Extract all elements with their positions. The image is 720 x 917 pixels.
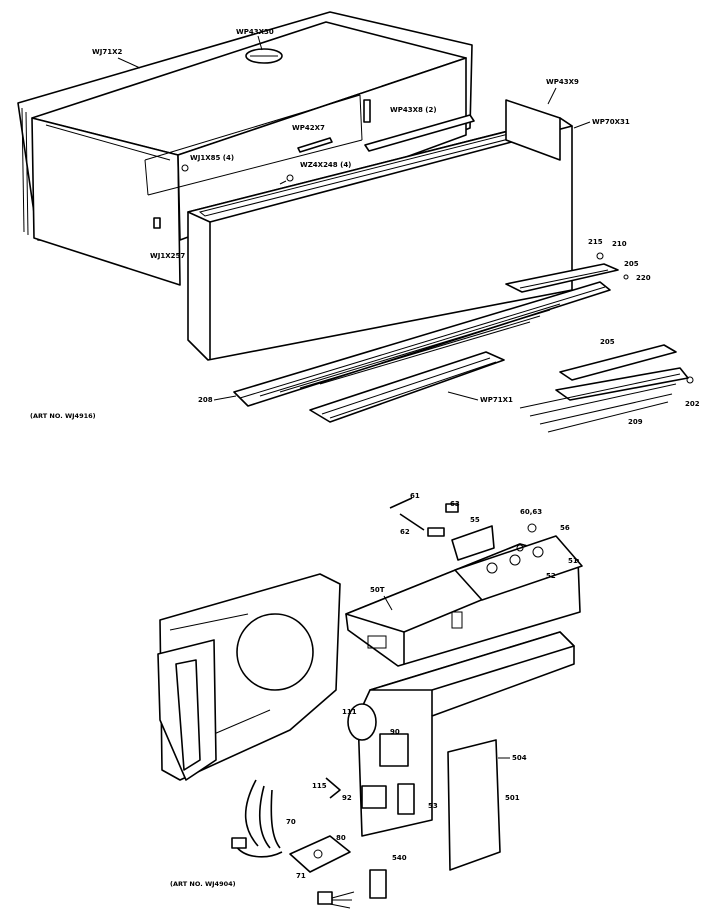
label-111: 111 — [342, 708, 357, 716]
label-501: 501 — [505, 794, 520, 802]
label-220: 220 — [636, 274, 651, 282]
label-63: 63 — [450, 500, 460, 508]
filter-and-grille — [233, 252, 694, 433]
cordset-and-connectors — [231, 779, 387, 909]
label-wp43x9: WP43X9 — [546, 78, 579, 86]
label-115: 115 — [312, 782, 327, 790]
label-62: 62 — [400, 528, 410, 536]
art-number-top: (ART NO. WJ4916) — [30, 412, 96, 420]
bottom-callouts: 61 63 62 55 60,63 56 52 51 50T 115 111 9… — [170, 492, 578, 888]
label-205b: 205 — [600, 338, 615, 346]
label-wp43x8: WP43X8 (2) — [390, 106, 437, 114]
label-wp71x1: WP71X1 — [480, 396, 513, 404]
label-205: 205 — [624, 260, 639, 268]
label-202: 202 — [685, 400, 700, 408]
cabinet-case — [17, 11, 475, 286]
label-209: 209 — [628, 418, 643, 426]
label-210: 210 — [612, 240, 627, 248]
label-wz4x248: WZ4X248 (4) — [300, 161, 351, 169]
label-wj1x85: WJ1X85 (4) — [190, 154, 234, 162]
label-80: 80 — [336, 834, 346, 842]
label-wp43x30: WP43X30 — [236, 28, 274, 36]
label-60-63: 60,63 — [520, 508, 542, 516]
label-50t: 50T — [370, 586, 385, 594]
label-51: 51 — [568, 557, 578, 565]
blower-scroll — [157, 573, 341, 781]
label-215: 215 — [588, 238, 603, 246]
label-56: 56 — [560, 524, 570, 532]
label-wj71x2: WJ71X2 — [92, 48, 122, 56]
label-208: 208 — [198, 396, 213, 404]
small-wiring-parts — [389, 497, 495, 561]
label-71: 71 — [296, 872, 306, 880]
label-wp42x7: WP42X7 — [292, 124, 325, 132]
front-panel — [187, 99, 573, 361]
label-61: 61 — [410, 492, 420, 500]
label-92: 92 — [342, 794, 352, 802]
label-55: 55 — [470, 516, 480, 524]
label-wj1x257: WJ1X257 — [150, 252, 185, 260]
top-callouts: WJ71X2 WP43X30 WP43X8 (2) WP42X7 WJ1X85 … — [30, 28, 700, 426]
label-53: 53 — [428, 802, 438, 810]
label-52: 52 — [546, 572, 556, 580]
base-chassis — [325, 631, 575, 871]
label-504: 504 — [512, 754, 527, 762]
label-70: 70 — [286, 818, 296, 826]
label-wp70x31: WP70X31 — [592, 118, 630, 126]
label-90: 90 — [390, 728, 400, 736]
label-540: 540 — [392, 854, 407, 862]
art-number-bottom: (ART NO. WJ4904) — [170, 880, 236, 888]
control-box — [345, 523, 583, 667]
